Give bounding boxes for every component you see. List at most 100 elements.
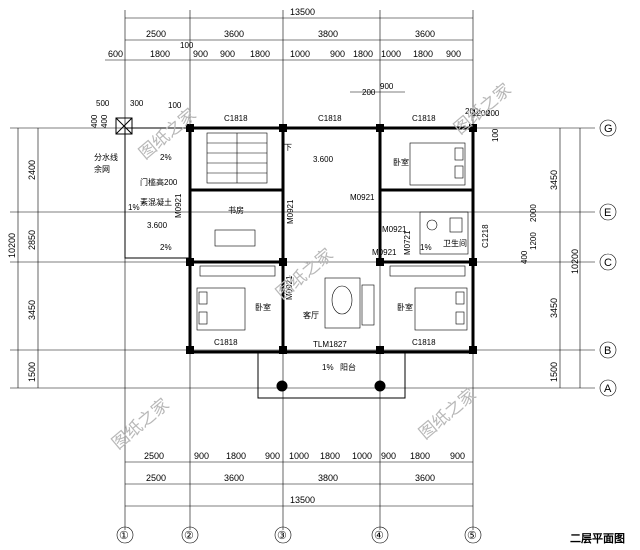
top-dimensions xyxy=(105,17,473,93)
curtain-label: 门槛高200 xyxy=(140,177,178,187)
dim-bot-r2-4: 3600 xyxy=(415,473,435,483)
dim-top-r2-10: 1800 xyxy=(413,49,433,59)
dim-left-s2: 300 xyxy=(130,99,144,108)
axis-4: ④ xyxy=(374,530,384,542)
dim-right-s2: 2000 xyxy=(529,204,538,222)
door-bath-2: M0721 xyxy=(403,230,412,255)
walls xyxy=(188,126,475,354)
dim-bot-r1-9: 1800 xyxy=(410,451,430,461)
elev-left: 3.600 xyxy=(147,221,168,230)
drawing-title: 二层平面图 xyxy=(570,532,625,545)
bedroom-left-label: 卧室 xyxy=(255,302,271,312)
dim-bot-r2-2: 3600 xyxy=(224,473,244,483)
dim-left-2: 2850 xyxy=(27,230,37,250)
win-top-1: C1818 xyxy=(224,114,248,123)
balcony-slope: 1% xyxy=(322,363,334,372)
bed-bottom-left xyxy=(196,265,276,331)
dim-left-s5: 100 xyxy=(168,101,182,110)
dim-top-row1: 2500 3600 3800 3600 xyxy=(146,29,435,39)
dim-right-s1: 1200 xyxy=(529,232,538,250)
dim-top-r1-3: 3800 xyxy=(318,29,338,39)
dim-top-r2-1: 600 xyxy=(108,49,123,59)
dim-top-r2-5: 1800 xyxy=(250,49,270,59)
dim-bot-r1-3: 1800 xyxy=(226,451,246,461)
dim-top-r2-3: 900 xyxy=(193,49,208,59)
axis-A: A xyxy=(604,383,612,395)
study-label: 书房 xyxy=(228,205,244,215)
dim-top-r3-3: 200 xyxy=(465,107,479,116)
bed-bottom-right xyxy=(389,265,468,331)
dim-right-s5: 200 xyxy=(486,109,500,118)
pipe-label-2: 余网 xyxy=(94,164,110,174)
dim-left-1: 2400 xyxy=(27,160,37,180)
bottom-dimensions xyxy=(125,461,473,507)
living-furniture xyxy=(324,277,375,329)
dim-bot-r2-1: 2500 xyxy=(146,473,166,483)
axis-2: ② xyxy=(184,530,194,542)
axis-5: ⑤ xyxy=(467,530,477,542)
right-dimensions xyxy=(559,128,581,388)
dim-right-3: 1500 xyxy=(549,362,559,382)
left-dimensions xyxy=(17,128,39,388)
axis-1: ① xyxy=(119,530,129,542)
dim-top-r2-8: 1800 xyxy=(353,49,373,59)
balcony-label: 阳台 xyxy=(340,362,356,372)
stair-down-label: 下 xyxy=(284,143,292,152)
door-study-2: M0921 xyxy=(286,199,295,224)
shared-gate-label: 素混凝土 xyxy=(140,197,172,207)
dim-right-s4: 1200 xyxy=(472,109,490,118)
watermark-4: 图纸之家 xyxy=(108,395,173,454)
dim-left-3: 3450 xyxy=(27,300,37,320)
pipe-label: 分水线 xyxy=(94,152,118,162)
balcony xyxy=(257,352,406,399)
dim-left-s4: 400 xyxy=(100,114,109,128)
axis-E: E xyxy=(604,207,611,219)
study-desk xyxy=(214,229,256,247)
dim-top-row2: 600 1800 900 900 1800 1000 900 1800 1000… xyxy=(108,49,461,59)
elev-hall: 3.600 xyxy=(313,155,334,164)
dim-bot-r1-4: 900 xyxy=(265,451,280,461)
dim-bot-r1-1: 2500 xyxy=(144,451,164,461)
dim-right-2: 3450 xyxy=(549,298,559,318)
dim-bottom-row1: 2500 900 1800 900 1000 1800 1000 900 180… xyxy=(144,451,465,461)
dim-bot-r1-5: 1000 xyxy=(289,451,309,461)
dim-left-s3: 400 xyxy=(90,114,99,128)
win-top-3: C1818 xyxy=(412,114,436,123)
dim-top-total: 13500 xyxy=(290,7,315,17)
dim-bottom-row2: 2500 3600 3800 3600 xyxy=(146,473,435,483)
dim-top-r3-2: 900 xyxy=(380,82,394,91)
dim-left-4: 1500 xyxy=(27,362,37,382)
dim-top-r2-6: 1000 xyxy=(290,49,310,59)
bed-top-right xyxy=(409,142,466,186)
dim-right-s3: 400 xyxy=(520,250,529,264)
door-study: M0921 xyxy=(174,193,183,218)
dim-bot-r1-10: 900 xyxy=(450,451,465,461)
dim-top-r3-1: 200 xyxy=(362,88,376,97)
dim-top-r1-4: 3600 xyxy=(415,29,435,39)
axis-bubbles xyxy=(116,119,617,544)
bedroom-right-label: 卧室 xyxy=(397,302,413,312)
watermark-3: 图纸之家 xyxy=(450,80,515,139)
door-bed-right: M0921 xyxy=(372,248,397,257)
slope-pct-left: 1% xyxy=(128,203,140,212)
dim-bot-r1-7: 1000 xyxy=(352,451,372,461)
bathroom xyxy=(419,211,469,255)
slope-left-2: 2% xyxy=(160,243,172,252)
dim-bot-r1-6: 1800 xyxy=(320,451,340,461)
door-bed-top: M0921 xyxy=(350,193,375,202)
watermark-5: 图纸之家 xyxy=(415,385,480,444)
dim-right-1: 3450 xyxy=(549,170,559,190)
dim-top-r2-2: 1800 xyxy=(150,49,170,59)
dim-top-extra: 100 xyxy=(180,41,194,50)
door-bed-left: M0921 xyxy=(285,275,294,300)
dim-bottom-total: 13500 xyxy=(290,495,315,505)
left-terrace xyxy=(115,117,191,259)
dim-top-r2-11: 900 xyxy=(446,49,461,59)
bath-label: 卫生间 xyxy=(443,238,467,248)
slope-left-1: 2% xyxy=(160,153,172,162)
win-top-2: C1818 xyxy=(318,114,342,123)
living-label: 客厅 xyxy=(303,310,319,320)
bath-slope: 1% xyxy=(420,243,432,252)
